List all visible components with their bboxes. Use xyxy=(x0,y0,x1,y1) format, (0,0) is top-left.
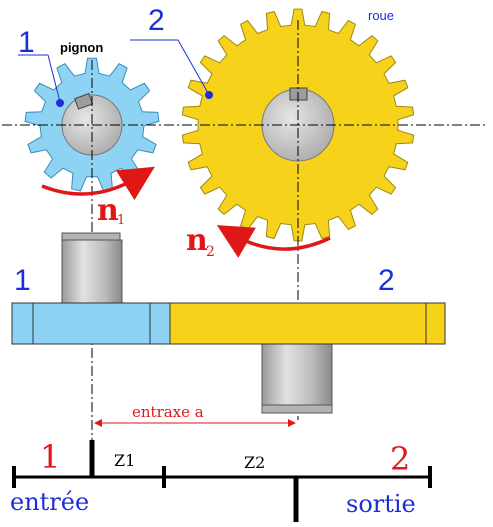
leader-lines xyxy=(18,39,209,103)
speed-n1-subscript: 1 xyxy=(117,213,125,228)
side-view-number-2: 2 xyxy=(378,264,395,297)
speed-n2-subscript: 2 xyxy=(206,244,215,260)
speed-n2-main: n xyxy=(186,223,208,258)
speed-n1-label: n 1 xyxy=(97,193,125,228)
wheel-side-view xyxy=(169,302,446,345)
speed-n2-label: n 2 xyxy=(186,223,215,260)
wheel-name-label: roue xyxy=(368,8,394,23)
wheel-shaft-side xyxy=(261,343,333,414)
pinion-number-label: 1 xyxy=(18,26,35,59)
entraxe-label: entraxe a xyxy=(132,403,204,421)
dot-icon xyxy=(56,99,64,107)
speed-n1-main: n xyxy=(97,193,119,228)
chain-label-2: 2 xyxy=(390,440,410,478)
z2-label: Z2 xyxy=(244,453,265,472)
chain-label-1: 1 xyxy=(40,438,60,476)
pinion-name-label: pignon xyxy=(60,40,103,55)
z1-label: Z1 xyxy=(114,451,135,470)
side-view-number-1: 1 xyxy=(14,264,31,297)
entree-label: entrée xyxy=(10,488,89,516)
wheel-number-label: 2 xyxy=(148,4,165,37)
kinematic-chain xyxy=(12,440,432,522)
pinion-shaft-side xyxy=(61,232,123,304)
dot-icon xyxy=(205,91,213,99)
sortie-label: sortie xyxy=(346,490,416,518)
curved-arrow-icon xyxy=(41,166,155,201)
pinion-side-view xyxy=(11,302,171,345)
curved-arrow-icon xyxy=(216,225,331,258)
pinion-keyway xyxy=(74,92,94,110)
